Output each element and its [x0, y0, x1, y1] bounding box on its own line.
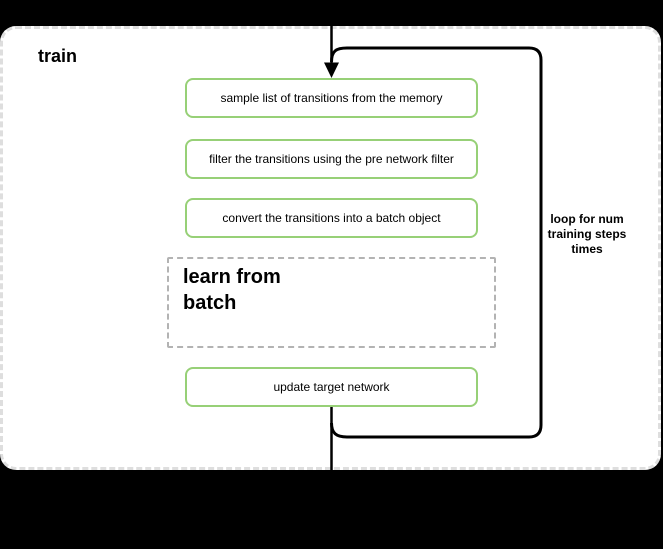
learn-from-batch-group: learn from batch — [167, 257, 496, 348]
node-update-target-network-label: update target network — [273, 380, 390, 394]
learn-from-batch-label-line2: batch — [183, 292, 237, 314]
node-convert-batch-label: convert the transitions into a batch obj… — [222, 211, 441, 225]
node-sample-transitions-label: sample list of transitions from the memo… — [220, 91, 443, 105]
train-group-label: train — [38, 46, 78, 66]
loop-count-label-line3: times — [571, 242, 603, 256]
loop-count-label: loop for num training steps times — [541, 212, 633, 257]
node-filter-transitions-label: filter the transitions using the pre net… — [209, 152, 454, 166]
loop-count-label-line1: loop for num — [550, 212, 624, 226]
node-filter-transitions: filter the transitions using the pre net… — [185, 139, 478, 179]
loop-count-label-line2: training steps — [547, 227, 627, 241]
node-update-target-network: update target network — [185, 367, 478, 407]
loop-boundary — [330, 46, 543, 439]
node-sample-transitions: sample list of transitions from the memo… — [185, 78, 478, 118]
learn-from-batch-label: learn from batch — [183, 264, 484, 316]
node-convert-batch: convert the transitions into a batch obj… — [185, 198, 478, 238]
entry-arrowhead-icon — [324, 62, 339, 78]
learn-from-batch-label-line1: learn from — [183, 266, 281, 288]
